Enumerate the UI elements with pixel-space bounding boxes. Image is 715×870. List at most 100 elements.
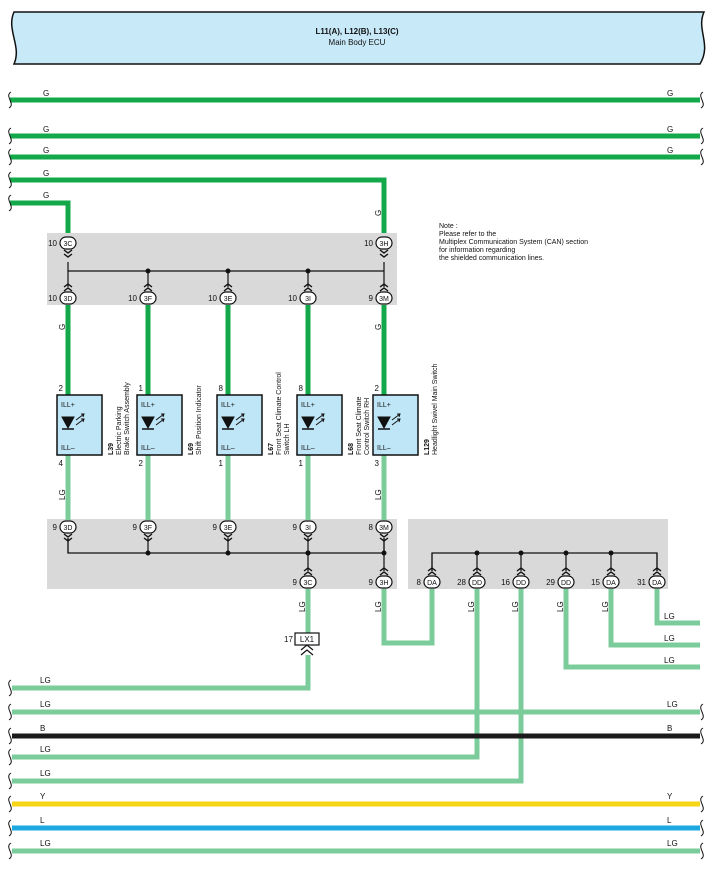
led-icon <box>301 416 315 430</box>
wire-label-lg-dd29: LG <box>556 601 565 612</box>
wire-label-lg-r1: LG <box>664 612 675 621</box>
right-pin-29: DD 29 <box>546 567 575 589</box>
upper-bottom-pin-3i: 3I 10 <box>288 283 317 305</box>
component-pin-bottom: 1 <box>299 459 304 468</box>
top-wire-5 <box>10 200 71 238</box>
wire-break-icon <box>8 819 12 837</box>
connector-chevron-icon <box>63 249 73 258</box>
component-ill-minus: ILL– <box>221 445 235 452</box>
component-ill-minus: ILL– <box>377 445 391 452</box>
wire-dd29 <box>563 589 700 670</box>
junction-dot <box>563 550 569 556</box>
connector-chevron-icon <box>63 283 73 292</box>
junction-dot <box>145 268 151 274</box>
component-pin-top: 1 <box>139 384 144 393</box>
note-line-5: the shielded communication lines. <box>439 255 544 262</box>
upper-bottom-pin-3m-pin: 9 <box>369 294 374 303</box>
wire-label-lg-l39: LG <box>58 489 67 500</box>
lower-bottom-pin-3c: 3C 9 <box>293 567 317 589</box>
connector-chevron-icon <box>223 283 233 292</box>
component-pin-top: 2 <box>59 384 64 393</box>
wire-break-icon <box>8 842 12 860</box>
wire-break-icon <box>8 127 12 145</box>
ecu-subtitle: Main Body ECU <box>329 38 386 47</box>
wire-label-g1: G <box>43 89 49 98</box>
wire-da31 <box>654 589 700 626</box>
wire-break-icon <box>700 91 704 109</box>
upper-bottom-pin-3m-conn: 3M <box>379 296 389 303</box>
wire-dd28 <box>12 589 480 760</box>
lower-top-pin-3m: 3M8 <box>369 520 393 542</box>
wire-label-g2: G <box>667 89 673 98</box>
bottom-wire-label-left-2: LG <box>40 700 51 709</box>
lower-top-pin-3f-conn: 3F <box>144 525 152 532</box>
wire-break-icon <box>700 819 704 837</box>
connector-chevron-icon <box>379 283 389 292</box>
component-ill-plus: ILL+ <box>141 402 155 409</box>
junction-dot <box>225 550 231 556</box>
note-line-2: Please refer to the <box>439 231 496 238</box>
lx1-arrow-icon <box>300 644 314 656</box>
connector-chevron-icon <box>379 567 389 576</box>
component-pin-bottom: 3 <box>375 459 380 468</box>
component-ill-minus: ILL– <box>141 445 155 452</box>
connector-chevron-icon <box>143 283 153 292</box>
wire-break-icon <box>8 795 12 813</box>
lower-bottom-pin-3h: 3H9 <box>369 567 393 589</box>
led-icon <box>377 416 391 430</box>
bottom-wire-label-right-3: B <box>667 724 672 733</box>
wire-label-g8: G <box>374 210 383 216</box>
component-ill-plus: ILL+ <box>221 402 235 409</box>
upper-bottom-pin-3i-conn: 3I <box>305 296 311 303</box>
connector-chevron-icon <box>303 283 313 292</box>
connector-chevron-icon <box>516 567 526 576</box>
upper-bottom-pin-3d-conn: 3D <box>64 296 73 303</box>
note-text: Note : Please refer to the Multiplex Com… <box>439 223 588 262</box>
right-pin-29-pin: 29 <box>546 578 555 587</box>
right-pin-28-conn: DD <box>472 580 482 587</box>
main-body-ecu: L11(A), L12(B), L13(C) Main Body ECU <box>11 11 706 65</box>
lower-top-pin-3e-pin: 9 <box>213 523 218 532</box>
bottom-wire-label-left-8: LG <box>40 839 51 848</box>
light-rays-icon <box>155 413 165 426</box>
wire-break-icon <box>700 842 704 860</box>
component-pin-bottom: 4 <box>59 459 64 468</box>
light-rays-icon <box>315 413 325 426</box>
lower-top-pin-3i-conn: 3I <box>305 525 311 532</box>
junction-dot <box>225 268 231 274</box>
component-pin-top: 8 <box>299 384 304 393</box>
right-pin-15-pin: 15 <box>591 578 600 587</box>
light-rays-icon <box>75 413 85 426</box>
right-pin-16-conn: DD <box>516 580 526 587</box>
wire-label-g-l39: G <box>58 324 67 330</box>
lower-bottom-pin-3c-conn: 3C <box>304 580 313 587</box>
lx1-label: LX1 <box>300 635 315 644</box>
wire-break-icon <box>700 795 704 813</box>
right-pin-29-conn: DD <box>561 580 571 587</box>
wire-label-lg-r3: LG <box>664 656 675 665</box>
lower-top-pin-3d-pin: 9 <box>53 523 58 532</box>
led-icon <box>221 416 235 430</box>
right-pin-15: DA 15 <box>591 567 620 589</box>
right-pin-15-conn: DA <box>606 580 616 587</box>
junction-dot <box>305 550 311 556</box>
component-name-line: Shift Position Indicator <box>196 385 203 455</box>
upper-bottom-pin-3i-pin: 10 <box>288 294 297 303</box>
wire-break-icon <box>8 679 12 697</box>
lower-bottom-pin-3c-pin: 9 <box>293 578 298 587</box>
wire-label-g3: G <box>43 125 49 134</box>
right-junction-block <box>408 519 668 589</box>
lower-top-pin-3d-conn: 3D <box>64 525 73 532</box>
lower-top-pin-3m-pin: 8 <box>369 523 374 532</box>
lower-bottom-pin-3h-conn: 3H <box>380 580 389 587</box>
wire-label-g5: G <box>43 146 49 155</box>
upper-bottom-pin-3e-pin: 10 <box>208 294 217 303</box>
note-line-1: Note : <box>439 223 458 230</box>
component-name-line: Brake Switch Assembly <box>124 382 131 455</box>
wire-break-icon <box>700 148 704 166</box>
bottom-wire-label-left-7: L <box>40 816 45 825</box>
